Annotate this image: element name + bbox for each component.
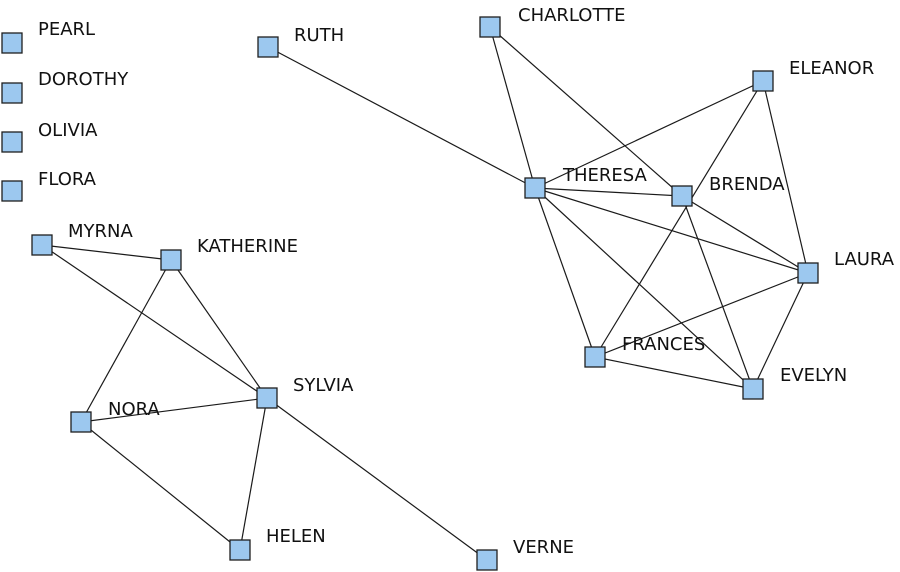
node-label: BRENDA [709, 174, 785, 195]
node-laura[interactable]: LAURA [797, 249, 895, 284]
edges-layer [41, 26, 809, 561]
node-box[interactable] [797, 262, 819, 284]
node-frances[interactable]: FRANCES [584, 334, 705, 368]
node-label: ELEANOR [789, 58, 874, 79]
node-nora[interactable]: NORA [70, 399, 160, 433]
node-label: DOROTHY [38, 69, 129, 90]
edge-nora-helen [80, 421, 241, 551]
edge-ruth-theresa [267, 46, 536, 189]
edge-myrna-katherine [41, 244, 172, 261]
node-flora[interactable]: FLORA [1, 169, 97, 202]
node-box[interactable] [256, 387, 278, 409]
node-brenda[interactable]: BRENDA [671, 174, 785, 207]
node-label: HELEN [266, 526, 326, 547]
node-box[interactable] [476, 549, 498, 571]
node-label: EVELYN [780, 365, 847, 386]
node-label: FLORA [38, 169, 97, 190]
node-label: CHARLOTTE [518, 5, 626, 26]
edge-katherine-sylvia [170, 259, 268, 399]
node-label: RUTH [294, 25, 344, 46]
node-label: KATHERINE [197, 236, 298, 257]
node-box[interactable] [524, 177, 546, 199]
node-evelyn[interactable]: EVELYN [742, 365, 847, 400]
edge-brenda-evelyn [681, 195, 754, 390]
node-katherine[interactable]: KATHERINE [160, 236, 298, 271]
edge-frances-evelyn [594, 356, 754, 390]
node-box[interactable] [671, 185, 693, 207]
node-box[interactable] [229, 539, 251, 561]
edge-theresa-frances [534, 187, 596, 358]
node-box[interactable] [1, 131, 23, 153]
node-myrna[interactable]: MYRNA [31, 221, 133, 256]
node-theresa[interactable]: THERESA [524, 165, 648, 199]
edge-charlotte-theresa [489, 26, 536, 189]
node-label: LAURA [834, 249, 895, 270]
edge-laura-evelyn [752, 272, 809, 390]
edge-eleanor-frances [594, 80, 764, 358]
nodes-layer: PEARL DOROTHY OLIVIA FLORA RUTH CHARLOTTE ELEA… [1, 5, 895, 571]
edge-theresa-evelyn [534, 187, 754, 390]
node-box[interactable] [752, 70, 774, 92]
edge-theresa-brenda [534, 187, 683, 197]
node-ruth[interactable]: RUTH [257, 25, 344, 58]
node-label: NORA [108, 399, 160, 420]
edge-nora-sylvia [80, 397, 268, 423]
node-dorothy[interactable]: DOROTHY [1, 69, 129, 104]
node-box[interactable] [257, 36, 279, 58]
node-box[interactable] [479, 16, 501, 38]
node-box[interactable] [31, 234, 53, 256]
edge-eleanor-laura [762, 80, 809, 274]
edge-sylvia-helen [239, 397, 268, 551]
node-helen[interactable]: HELEN [229, 526, 326, 561]
node-box[interactable] [742, 378, 764, 400]
edge-brenda-laura [681, 195, 809, 274]
node-label: SYLVIA [293, 375, 354, 396]
node-box[interactable] [584, 346, 606, 368]
node-box[interactable] [70, 411, 92, 433]
node-label: PEARL [38, 19, 95, 40]
node-olivia[interactable]: OLIVIA [1, 120, 98, 153]
edge-theresa-laura [534, 187, 809, 274]
node-label: VERNE [513, 537, 574, 558]
node-sylvia[interactable]: SYLVIA [256, 375, 354, 409]
edge-eleanor-theresa [534, 80, 764, 189]
node-pearl[interactable]: PEARL [1, 19, 95, 54]
edge-katherine-nora [80, 259, 172, 423]
edge-charlotte-brenda [489, 26, 683, 197]
node-label: THERESA [562, 165, 648, 186]
node-label: FRANCES [622, 334, 705, 355]
edge-laura-frances [594, 272, 809, 358]
node-verne[interactable]: VERNE [476, 537, 574, 571]
node-box[interactable] [1, 82, 23, 104]
node-box[interactable] [160, 249, 182, 271]
edge-sylvia-verne [266, 397, 488, 561]
node-charlotte[interactable]: CHARLOTTE [479, 5, 626, 38]
edge-myrna-sylvia [41, 244, 268, 399]
node-label: MYRNA [68, 221, 133, 242]
node-box[interactable] [1, 32, 23, 54]
node-eleanor[interactable]: ELEANOR [752, 58, 874, 92]
node-box[interactable] [1, 180, 23, 202]
node-label: OLIVIA [38, 120, 98, 141]
